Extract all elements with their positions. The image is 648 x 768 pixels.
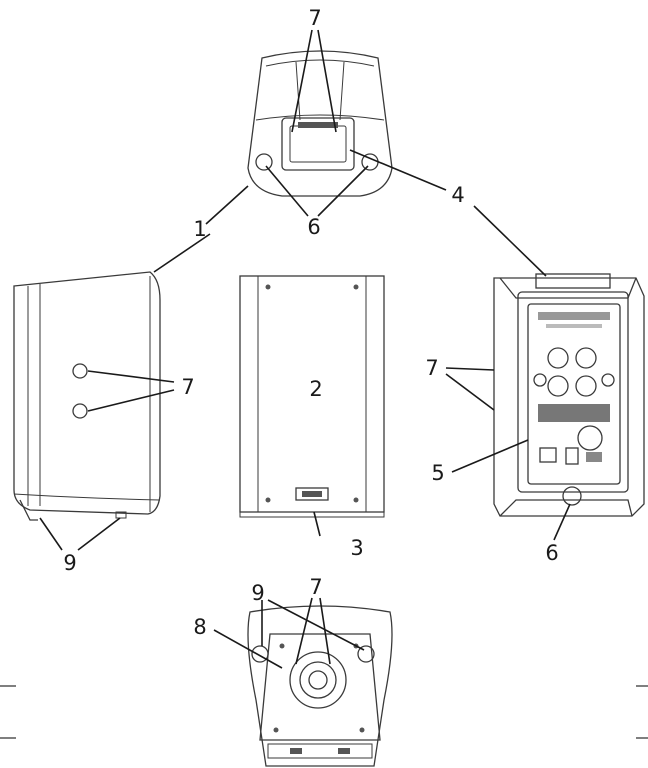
callout-front-view-2: 2 (309, 377, 322, 401)
callout-bottom-view-8: 8 (193, 615, 206, 639)
callout-bottom-view-7: 7 (309, 575, 322, 599)
callout-rear-view-7: 7 (425, 356, 438, 380)
callout-side-view-9: 9 (63, 551, 76, 575)
top-view (247, 50, 393, 197)
callout-top-view-6: 6 (307, 215, 320, 239)
callout-top-view-1: 1 (193, 217, 206, 241)
callout-top-view-7: 7 (308, 6, 321, 30)
callout-top-view-4: 4 (451, 183, 464, 207)
callout-front-view-3: 3 (350, 536, 363, 560)
callout-labels: 7 4 1 6 7 2 3 9 7 5 6 9 7 8 (63, 6, 558, 639)
side-view (13, 271, 161, 521)
callout-rear-view-6: 6 (545, 541, 558, 565)
callout-leaders (39, 29, 571, 669)
callout-side-view-7: 7 (181, 375, 194, 399)
rear-view (493, 273, 645, 517)
callout-bottom-view-9: 9 (251, 581, 264, 605)
bottom-view (0, 605, 648, 767)
front-view (239, 275, 385, 518)
callout-rear-view-5: 5 (431, 461, 444, 485)
